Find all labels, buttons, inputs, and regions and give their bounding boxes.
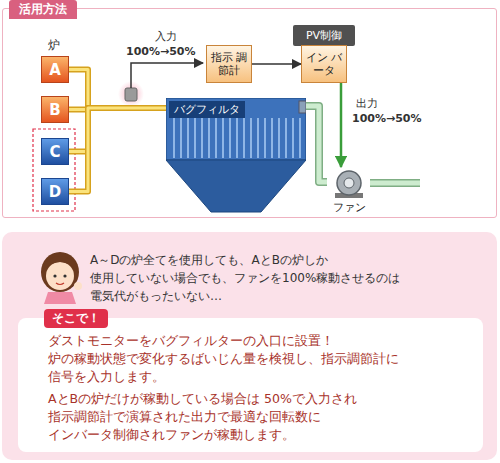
connector-line <box>306 106 327 182</box>
annotation-label: 100%→50% <box>126 45 196 58</box>
node-text: A <box>49 61 61 79</box>
face <box>46 262 74 290</box>
connector-line <box>252 63 301 65</box>
filter-pleat <box>208 118 210 158</box>
connector <box>69 108 166 152</box>
tab-heading: そこで！ <box>44 309 108 328</box>
furnace-box: A <box>41 56 69 83</box>
node-text: A～Dの炉全てを使用しても、AとBの炉しか 使用していない場合でも、ファンを10… <box>90 253 400 303</box>
filter-pleat <box>243 118 245 158</box>
node-text: B <box>49 101 60 119</box>
speech-bubble: A～Dの炉全てを使用しても、AとBの炉しか 使用していない場合でも、ファンを10… <box>86 249 436 309</box>
connector-line <box>69 70 166 109</box>
annotation-label: 100%→50% <box>352 112 422 125</box>
filter-hopper <box>166 160 306 212</box>
filter-pleat <box>299 118 301 158</box>
filter-pleat <box>222 118 224 158</box>
filter-pleat <box>180 118 182 158</box>
fan-symbol <box>327 167 371 199</box>
explanation-box: そこで！ダストモニターをバグフィルターの入口に設置！ 炉の稼動状態で変化するばい… <box>18 318 483 452</box>
connector-line <box>69 108 166 152</box>
hair <box>41 252 79 292</box>
pink-panel <box>2 232 497 460</box>
usage-panel: 活用方法ABCD指示 調節計PV制御イン バータバグフィルタファン <box>2 8 497 218</box>
connector <box>69 108 166 192</box>
connector <box>252 64 301 65</box>
node-text: 指示 調節計 <box>209 51 249 77</box>
connector-line <box>69 108 166 192</box>
filter-housing <box>166 98 306 160</box>
connector-line <box>69 70 166 109</box>
connector <box>341 83 342 167</box>
filter-pleat <box>285 118 287 158</box>
filter-pleat <box>173 118 175 158</box>
filter-pleat <box>201 118 203 158</box>
fan-outlet-pipe <box>370 181 420 186</box>
annotation-label: 出力 <box>356 96 378 111</box>
filter-pleat <box>187 118 189 158</box>
fan-outlet-pipe <box>370 179 420 187</box>
controller-box: 指示 調節計 <box>206 45 252 83</box>
connector-line <box>340 83 343 167</box>
eye <box>63 274 66 277</box>
filter-pleat <box>278 118 280 158</box>
fan-casing <box>337 171 361 195</box>
dashed-group-box <box>33 129 75 211</box>
filter-pleat <box>236 118 238 158</box>
connector <box>69 70 166 109</box>
woman-icon <box>41 252 82 304</box>
bag-filter: バグフィルタ <box>166 98 306 216</box>
node-text: C <box>49 143 60 161</box>
annotation-label: 炉 <box>48 37 60 54</box>
body-text: AとBの炉だけが稼動している場合は 50%で入力され 指示調節計で演算された出力… <box>48 390 471 444</box>
fringe <box>46 256 74 268</box>
filter-pleat <box>215 118 217 158</box>
furnace-box: B <box>41 96 69 123</box>
filter-pleat <box>264 118 266 158</box>
connector-line <box>306 106 327 182</box>
connector-line <box>69 108 166 152</box>
connector <box>306 106 327 182</box>
filter-pleat <box>271 118 273 158</box>
node-text: PV制御 <box>306 28 342 43</box>
connector-line <box>69 108 166 192</box>
annotation-label: 入力 <box>155 29 177 44</box>
outlet-flange <box>299 101 306 113</box>
filter-pleat <box>292 118 294 158</box>
furnace-box: D <box>41 178 69 205</box>
mouth <box>56 283 64 285</box>
filter-pleat <box>194 118 196 158</box>
tab-heading: 活用方法 <box>9 0 77 19</box>
fan-hub <box>344 178 354 188</box>
node-text: D <box>49 183 61 201</box>
body <box>44 292 76 304</box>
pv-control-tag: PV制御 <box>293 25 355 46</box>
node-text: イン バータ <box>304 51 344 77</box>
dust-monitor <box>125 88 137 101</box>
node-text: バグフィルタ <box>169 101 245 118</box>
node-text: ファン <box>327 200 371 215</box>
eye <box>53 274 56 277</box>
filter-pleat <box>250 118 252 158</box>
fan: ファン <box>327 167 371 215</box>
hand <box>74 282 82 290</box>
body-text: ダストモニターをバグフィルターの入口に設置！ 炉の稼動状態で変化するばいじん量を… <box>48 332 471 386</box>
filter-pleat <box>257 118 259 158</box>
furnace-box: C <box>41 138 69 165</box>
signal-wire <box>131 63 203 88</box>
filter-pleat <box>229 118 231 158</box>
inverter-box: イン バータ <box>301 45 347 83</box>
